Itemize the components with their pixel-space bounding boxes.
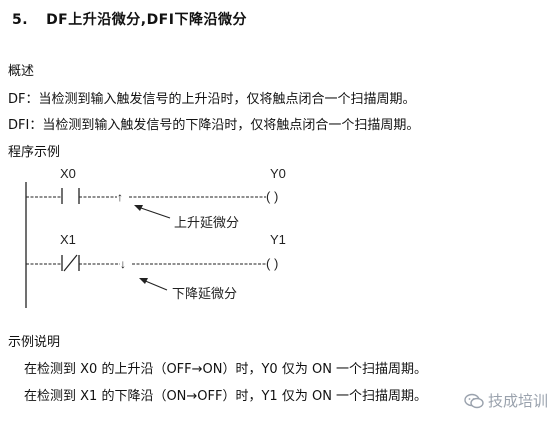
explanation-label: 示例说明 bbox=[8, 335, 61, 350]
ladder-diagram: X0 Y0 ↑ ( ) X1 Y1 ↓ ( ) bbox=[25, 166, 286, 308]
overview-line-df: DF：当检测到输入触发信号的上升沿时，仅将触点闭合一个扫描周期。 bbox=[8, 92, 416, 107]
example-label: 程序示例 bbox=[8, 145, 61, 160]
annotation-arrow-icon bbox=[139, 278, 148, 284]
rung1-contact-label: X0 bbox=[60, 166, 76, 181]
falling-edge-annotation: 下降延微分 bbox=[172, 287, 238, 302]
rung1-coil-label: Y0 bbox=[270, 166, 286, 181]
rung-2: X1 Y1 ↓ ( ) bbox=[26, 232, 286, 291]
explanation-line-2: 在检测到 X1 的下降沿（ON→OFF）时，Y1 仅为 ON 一个扫描周期。 bbox=[24, 389, 428, 404]
watermark-text: 技成培训 bbox=[487, 392, 548, 410]
rising-edge-annotation: 上升延微分 bbox=[174, 216, 240, 231]
section-number: 5. bbox=[12, 12, 29, 28]
falling-edge-arrow-icon: ↓ bbox=[120, 257, 126, 271]
rung2-coil-symbol: ( ) bbox=[266, 256, 278, 271]
overview-label: 概述 bbox=[8, 64, 35, 79]
rung2-coil-label: Y1 bbox=[270, 232, 286, 247]
rung-1: X0 Y0 ↑ ( ) bbox=[26, 166, 286, 219]
rung2-contact-label: X1 bbox=[60, 232, 76, 247]
watermark: 技成培训 bbox=[464, 390, 548, 411]
rising-edge-arrow-icon: ↑ bbox=[117, 190, 123, 204]
section-title: DF上升沿微分,DFI下降沿微分 bbox=[46, 12, 247, 28]
rung1-coil-symbol: ( ) bbox=[266, 189, 278, 204]
explanation-line-1: 在检测到 X0 的上升沿（OFF→ON）时，Y0 仅为 ON 一个扫描周期。 bbox=[24, 362, 428, 377]
section-heading: 5. DF上升沿微分,DFI下降沿微分 bbox=[12, 9, 247, 29]
wechat-icon bbox=[464, 393, 484, 408]
annotation-arrow-icon bbox=[134, 205, 143, 211]
overview-line-dfi: DFI：当检测到输入触发信号的下降沿时，仅将触点闭合一个扫描周期。 bbox=[8, 118, 420, 133]
rung2-contact-slash bbox=[63, 254, 78, 272]
